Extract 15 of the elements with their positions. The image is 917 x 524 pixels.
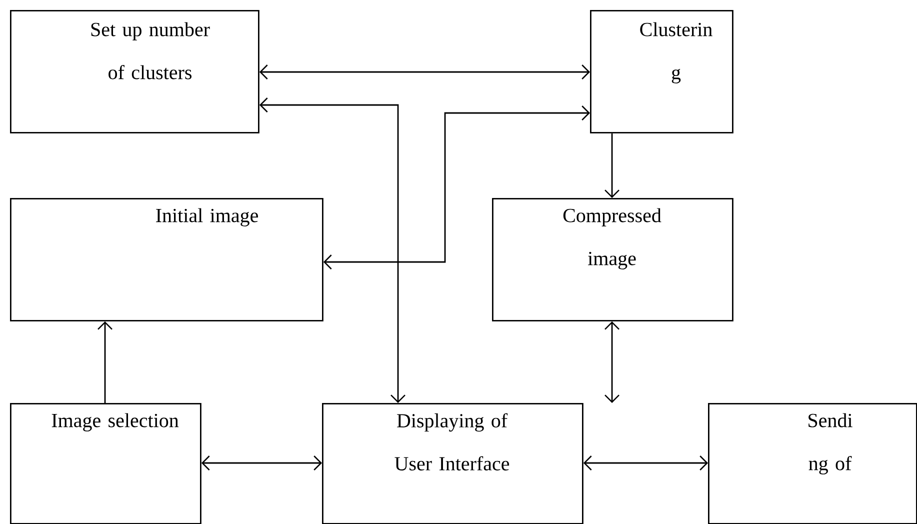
arrow — [98, 321, 112, 403]
arrow — [201, 456, 322, 470]
arrow — [259, 98, 406, 403]
arrow — [583, 456, 708, 470]
process-box: Displaying of User Interface — [322, 403, 584, 524]
process-box: Set up number of clusters — [10, 10, 260, 134]
process-box: Compressed image — [492, 198, 734, 322]
arrow — [323, 106, 590, 270]
arrow — [604, 321, 620, 403]
process-box: Image selection — [10, 403, 202, 524]
arrow — [604, 133, 620, 198]
process-box: Initial image — [10, 198, 324, 322]
arrow — [259, 64, 590, 80]
process-box: Sendi ng of — [708, 403, 917, 524]
process-box: Clusterin g — [590, 10, 734, 134]
